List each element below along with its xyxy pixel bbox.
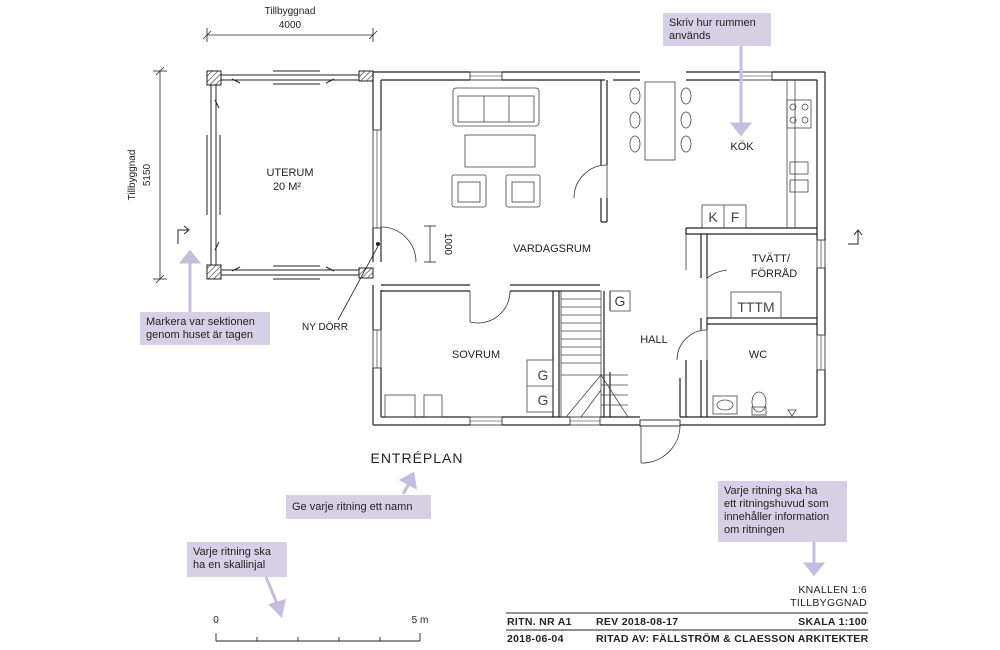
callout-arrows xyxy=(178,46,826,619)
title-block-date: 2018-06-04 xyxy=(507,633,564,645)
room-forrad: FÖRRÅD xyxy=(751,267,798,280)
scale-bar-start: 0 xyxy=(213,615,219,626)
title-block-project-1: KNALLEN 1:6 xyxy=(798,584,867,596)
uterum-structure xyxy=(206,70,374,280)
dim-top-value: 4000 xyxy=(279,20,302,31)
title-block-drawn-by: RITAD AV: FÄLLSTRÖM & CLAESSON ARKITEKTE… xyxy=(596,633,869,645)
scale-bar-end: 5 m xyxy=(412,615,429,626)
title-block-drawing-no: RITN. NR A1 xyxy=(507,616,572,628)
callout-room-usage-line-2: används xyxy=(669,30,711,42)
callout-title-block-line-4: om ritningen xyxy=(724,524,785,536)
callout-room-usage-line-1: Skriv hur rummen xyxy=(669,17,756,29)
new-door-label: NY DÖRR xyxy=(302,321,348,333)
title-block-revision: REV 2018-08-17 xyxy=(596,616,679,628)
room-sovrum: SOVRUM xyxy=(452,349,500,361)
section-markers xyxy=(177,225,863,245)
callout-room-usage: Skriv hur rummen används xyxy=(663,13,771,46)
callout-section-line-1: Markera var sektionen xyxy=(146,316,255,328)
laundry-letters: TTTM xyxy=(737,299,774,315)
room-hall: HALL xyxy=(640,334,668,346)
fridge-letter: K xyxy=(708,209,718,225)
doors xyxy=(380,164,728,464)
callout-title-block-line-1: Varje ritning ska ha xyxy=(724,485,818,497)
callout-scale-line-2: ha en skallinjal xyxy=(193,559,266,571)
callout-section: Markera var sektionen genom huset är tag… xyxy=(140,312,270,345)
scale-bar xyxy=(215,633,421,642)
dim-door-value: 1000 xyxy=(442,233,453,256)
callout-section-line-2: genom huset är tagen xyxy=(146,329,254,341)
new-door-leader xyxy=(337,241,380,321)
exterior-walls xyxy=(372,71,826,426)
interior-walls xyxy=(381,80,817,417)
dim-left-value: 5150 xyxy=(142,163,153,186)
dim-left-label: Tillbyggnad xyxy=(127,150,138,201)
title-block-lines xyxy=(506,612,868,631)
room-tvatt: TVÄTT/ xyxy=(752,253,791,265)
plan-title: ENTRÉPLAN xyxy=(370,450,463,466)
callout-scale-line-1: Varje ritning ska xyxy=(193,546,272,558)
room-vardagsrum: VARDAGSRUM xyxy=(513,243,591,255)
room-uterum: UTERUM xyxy=(266,167,313,179)
room-wc: WC xyxy=(749,349,767,361)
callout-scale: Varje ritning ska ha en skallinjal xyxy=(187,542,287,577)
callout-title-block-line-2: ett ritningshuvud som xyxy=(724,498,829,510)
callout-title-block-line-3: innehåller information xyxy=(724,511,830,523)
wardrobe-letter-2: G xyxy=(538,392,549,408)
freezer-letter: F xyxy=(731,209,740,225)
callout-drawing-name: Ge varje ritning ett namn xyxy=(286,495,431,519)
fixture-letters: K F G G G TTTM xyxy=(538,209,775,408)
dimension-lines xyxy=(153,28,436,284)
room-kok: KÖK xyxy=(730,141,754,153)
title-block-project-2: TILLBYGGNAD xyxy=(790,597,867,609)
room-uterum-area: 20 M² xyxy=(273,181,301,193)
dim-top-label: Tillbyggnad xyxy=(265,6,316,17)
callout-title-block: Varje ritning ska ha ett ritningshuvud s… xyxy=(718,481,847,542)
hall-wardrobe-letter: G xyxy=(615,293,626,309)
wardrobe-letter-1: G xyxy=(538,367,549,383)
title-block-scale: SKALA 1:100 xyxy=(798,616,867,628)
callout-drawing-name-line-1: Ge varje ritning ett namn xyxy=(292,501,413,513)
furniture xyxy=(384,80,812,418)
